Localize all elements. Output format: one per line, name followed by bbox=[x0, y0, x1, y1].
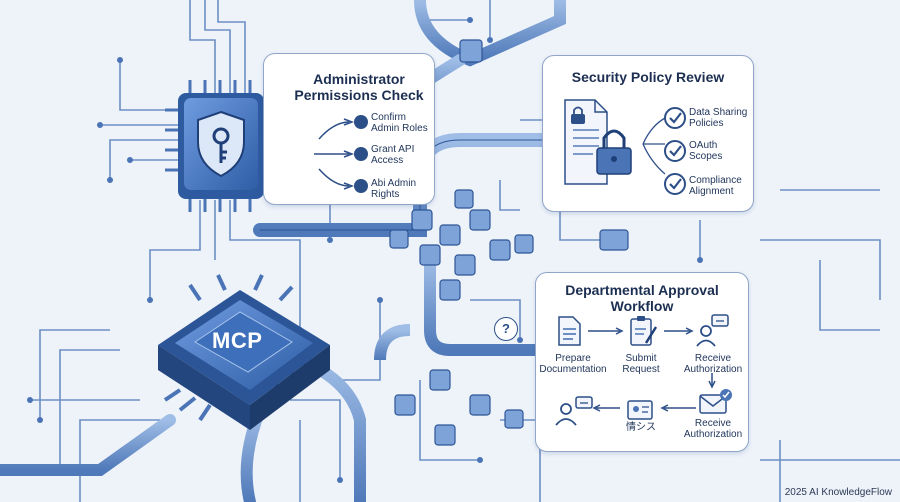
person-chat-icon bbox=[696, 314, 729, 347]
grant-bullet-icon bbox=[354, 147, 368, 161]
mcp-chip-label: MCP bbox=[212, 328, 263, 353]
admin-items-graphics bbox=[314, 115, 368, 193]
admin-panel-title: Administrator Permissions Check bbox=[294, 71, 424, 103]
approval-workflow-panel: Departmental Approval Workflow bbox=[535, 272, 749, 452]
pipe-bend bbox=[374, 324, 411, 361]
step-it-dept: 情シス bbox=[626, 422, 656, 433]
check-icons bbox=[664, 107, 686, 195]
document-icon bbox=[558, 316, 581, 346]
workflow-graphics bbox=[555, 314, 732, 426]
shield-chip bbox=[165, 80, 276, 212]
security-graphics bbox=[564, 99, 686, 195]
question-icon: ? bbox=[494, 317, 518, 341]
id-card-icon bbox=[627, 400, 653, 420]
junction-cubes bbox=[389, 39, 629, 446]
person-message-icon bbox=[555, 396, 593, 426]
clipboard-pen-icon bbox=[630, 316, 658, 346]
workflow-panel-title: Departmental Approval Workflow bbox=[565, 282, 719, 314]
confirm-bullet-icon bbox=[354, 115, 368, 129]
mcp-chip bbox=[158, 274, 330, 430]
document-lock-icon bbox=[564, 99, 632, 185]
security-panel-title: Security Policy Review bbox=[571, 69, 725, 85]
rights-bullet-icon bbox=[354, 179, 368, 193]
mail-check-icon bbox=[699, 389, 732, 414]
workflow-arrows bbox=[588, 327, 716, 412]
footer-credit: 2025 AI KnowledgeFlow bbox=[784, 487, 892, 498]
